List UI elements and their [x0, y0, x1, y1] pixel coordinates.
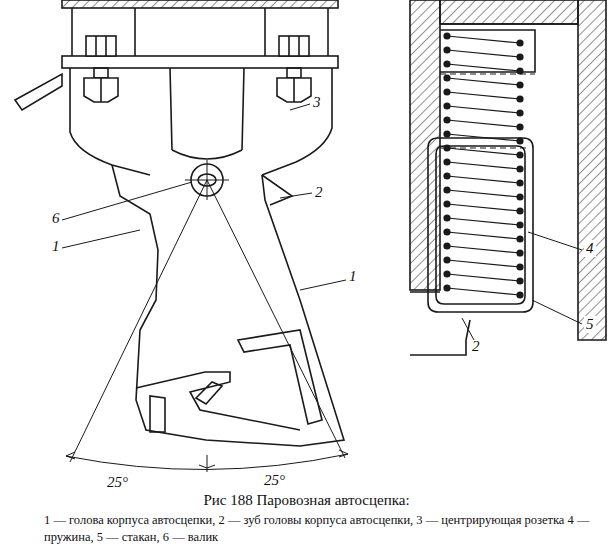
coil-section	[516, 179, 523, 186]
dimension-lines	[66, 180, 348, 472]
spring-coil	[447, 190, 520, 197]
coil-section	[516, 221, 523, 228]
spring-coil	[447, 120, 520, 127]
coil-section	[516, 39, 523, 46]
spring-coil	[447, 246, 520, 253]
coil-section	[443, 74, 450, 81]
coil-section	[443, 242, 450, 249]
coil-section	[443, 102, 450, 109]
callout-number: 1	[347, 268, 359, 285]
coil-section	[516, 81, 523, 88]
callout-number: 6	[50, 210, 62, 227]
spring-coil	[447, 78, 520, 85]
callout-number: 2	[313, 184, 325, 201]
spring-coil	[447, 274, 520, 281]
spring	[443, 32, 523, 298]
coil-section	[443, 256, 450, 263]
coil-section	[443, 130, 450, 137]
coil-section	[443, 270, 450, 277]
rosette-seat	[170, 68, 244, 159]
coil-section	[443, 32, 450, 39]
spring-coil	[447, 148, 520, 155]
leader-line	[62, 104, 582, 340]
angle-dimension: 25°	[262, 472, 287, 489]
coil-section	[443, 200, 450, 207]
coil-section	[516, 291, 523, 298]
spring-coil	[447, 106, 520, 113]
coil-section	[516, 165, 523, 172]
coil-section	[443, 88, 450, 95]
spring-coil	[447, 232, 520, 239]
coupler-head	[112, 165, 344, 446]
callout-number: 5	[584, 316, 596, 333]
spring-coil	[447, 288, 520, 295]
callout-number: 1	[50, 238, 62, 255]
coil-section	[516, 137, 523, 144]
lock-knuckle	[136, 372, 300, 432]
coil-section	[516, 207, 523, 214]
coil-section	[443, 214, 450, 221]
coil-section	[516, 95, 523, 102]
coil-section	[443, 228, 450, 235]
coil-section	[443, 186, 450, 193]
lower-plate	[410, 292, 470, 355]
coil-section	[443, 116, 450, 123]
bolt	[84, 36, 311, 102]
coil-section	[516, 235, 523, 242]
coil-section	[516, 249, 523, 256]
spring-coil	[447, 204, 520, 211]
part-key: 1 — голова корпуса автосцепки, 2 — зуб г…	[44, 512, 604, 546]
spring-coil	[447, 36, 520, 43]
coil-section	[516, 109, 523, 116]
spring-coil	[447, 50, 520, 57]
coil-section	[443, 284, 450, 291]
coil-section	[443, 60, 450, 67]
coil-section	[516, 193, 523, 200]
spring-coil	[447, 64, 520, 71]
coil-section	[516, 277, 523, 284]
head-tooth	[262, 175, 292, 205]
coil-section	[443, 46, 450, 53]
coil-section	[516, 263, 523, 270]
spring-coil	[447, 92, 520, 99]
spring-coil	[447, 162, 520, 169]
coil-section	[516, 151, 523, 158]
spring-coil	[447, 260, 520, 267]
cup-inner	[436, 146, 525, 304]
callout-number: 3	[311, 94, 323, 111]
coil-section	[443, 144, 450, 151]
coil-section	[443, 172, 450, 179]
centering-rosette	[70, 68, 332, 175]
figure-caption: Рис 188 Паровозная автосцепка:	[203, 492, 409, 509]
spring-seat	[440, 30, 535, 72]
spring-coil	[447, 176, 520, 183]
angle-dimension: 25°	[105, 474, 130, 491]
spring-coil	[447, 134, 520, 141]
callout-number: 2	[470, 338, 482, 355]
head-recess	[238, 330, 322, 424]
frame	[15, 0, 338, 110]
cup	[428, 138, 533, 312]
coil-section	[443, 158, 450, 165]
callout-number: 4	[584, 240, 596, 257]
coil-section	[516, 123, 523, 130]
coil-section	[516, 53, 523, 60]
spring-coil	[447, 218, 520, 225]
coil-section	[516, 67, 523, 74]
housing-wall	[410, 0, 606, 340]
